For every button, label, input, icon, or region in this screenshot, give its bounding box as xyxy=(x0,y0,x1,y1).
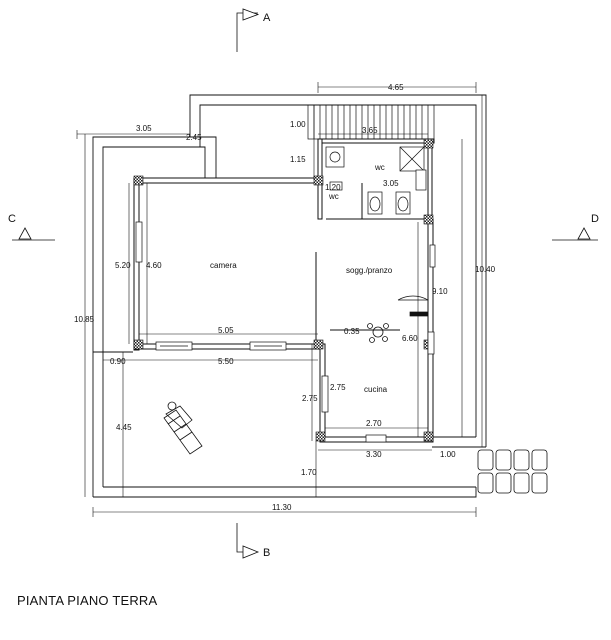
dim-305-wc: 3.05 xyxy=(383,179,399,188)
section-c-label: C xyxy=(8,213,16,225)
dimension-lines xyxy=(76,82,483,517)
dim-660: 6.60 xyxy=(402,334,418,343)
section-marker-d: D xyxy=(552,213,599,241)
section-d-label: D xyxy=(591,213,599,225)
plan-title: PIANTA PIANO TERRA xyxy=(17,593,158,608)
windows xyxy=(135,221,436,443)
section-marker-c: C xyxy=(8,213,55,241)
section-b-label: B xyxy=(263,547,270,559)
room-soggiorno: sogg./pranzo xyxy=(346,266,393,275)
dim-365: 3.65 xyxy=(362,126,378,135)
dim-120: 1.20 xyxy=(325,183,341,192)
room-wc: wc xyxy=(374,163,385,172)
dim-170: 1.70 xyxy=(301,468,317,477)
dim-245: 2.45 xyxy=(186,133,202,142)
dim-330: 3.30 xyxy=(366,450,382,459)
room-camera: camera xyxy=(210,261,237,270)
section-marker-b: B xyxy=(236,523,270,559)
dim-090: 0.90 xyxy=(110,357,126,366)
dim-275-in: 2.75 xyxy=(330,383,346,392)
room-labels: camera sogg./pranzo cucina wc wc xyxy=(210,163,393,394)
dim-275-out: 2.75 xyxy=(302,394,318,403)
dim-1130: 11.30 xyxy=(272,503,292,512)
dim-115: 1.15 xyxy=(290,155,306,164)
section-marker-a: A xyxy=(236,8,271,52)
dim-910: 9.10 xyxy=(432,287,448,296)
bathroom-fixtures xyxy=(325,146,427,215)
room-cucina: cucina xyxy=(364,385,388,394)
paving-tiles xyxy=(477,449,548,494)
dim-550: 5.50 xyxy=(218,357,234,366)
dim-1085: 10.85 xyxy=(74,315,95,324)
sunbed-icon xyxy=(163,401,203,455)
dining-table-icon xyxy=(367,323,389,343)
dim-460: 4.60 xyxy=(146,261,162,270)
section-a-label: A xyxy=(263,12,271,24)
room-wc-small: wc xyxy=(328,192,339,201)
entrance-door xyxy=(397,295,429,317)
dim-100-bot: 1.00 xyxy=(440,450,456,459)
dim-035: 0.35 xyxy=(344,327,360,336)
dim-505: 5.05 xyxy=(218,326,234,335)
dim-1040: 10.40 xyxy=(475,265,496,274)
dim-305: 3.05 xyxy=(136,124,152,133)
dim-465: 4.65 xyxy=(388,83,404,92)
dim-445: 4.45 xyxy=(116,423,132,432)
dim-270: 2.70 xyxy=(366,419,382,428)
dim-100-top: 1.00 xyxy=(290,120,306,129)
dim-520: 5.20 xyxy=(115,261,131,270)
dimension-labels: 4.65 3.05 2.45 1.00 3.65 1.15 3.05 1.20 … xyxy=(74,83,496,512)
